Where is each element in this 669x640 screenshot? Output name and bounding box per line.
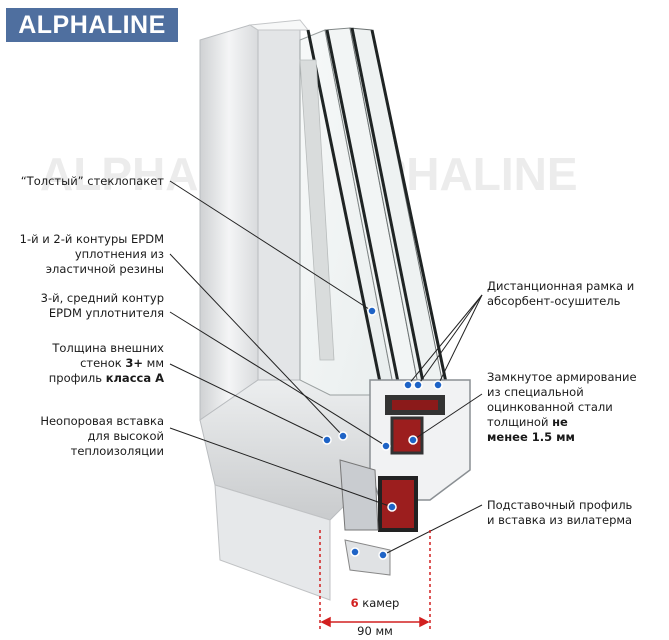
label-wall-thickness: Толщина внешних стенок 3+ мм профиль кла… — [48, 341, 164, 385]
dimension-line — [319, 530, 431, 630]
label-neopor-insert: Неопоровая вставка для высокой теплоизол… — [40, 414, 164, 458]
leader-lines — [169, 180, 483, 556]
label-glass-unit: “Толстый” стеклопакет — [20, 174, 164, 188]
label-reinforcement: Замкнутое армирование из специальной оци… — [487, 370, 637, 444]
sash-vertical — [257, 27, 301, 391]
dimension-width: 90 мм — [357, 624, 393, 638]
label-spacer: Дистанционная рамка и абсорбент-осушител… — [487, 279, 635, 308]
label-epdm-contours: 1-й и 2-й контуры EPDM уплотнения из эла… — [19, 232, 164, 276]
dimension-chambers: 6 камер — [350, 596, 400, 610]
reinforcement-upper — [390, 416, 424, 455]
label-middle-seal: 3-й, средний контур EPDM уплотнителя — [40, 291, 164, 320]
markers — [322, 306, 443, 560]
reinforcement-lower — [378, 476, 418, 532]
label-base-profile: Подставочный профиль и вставка из вилате… — [487, 498, 633, 527]
brand-logo: ALPHALINE — [6, 8, 178, 42]
frame-base — [214, 484, 331, 601]
frame-top-edge — [248, 19, 310, 31]
